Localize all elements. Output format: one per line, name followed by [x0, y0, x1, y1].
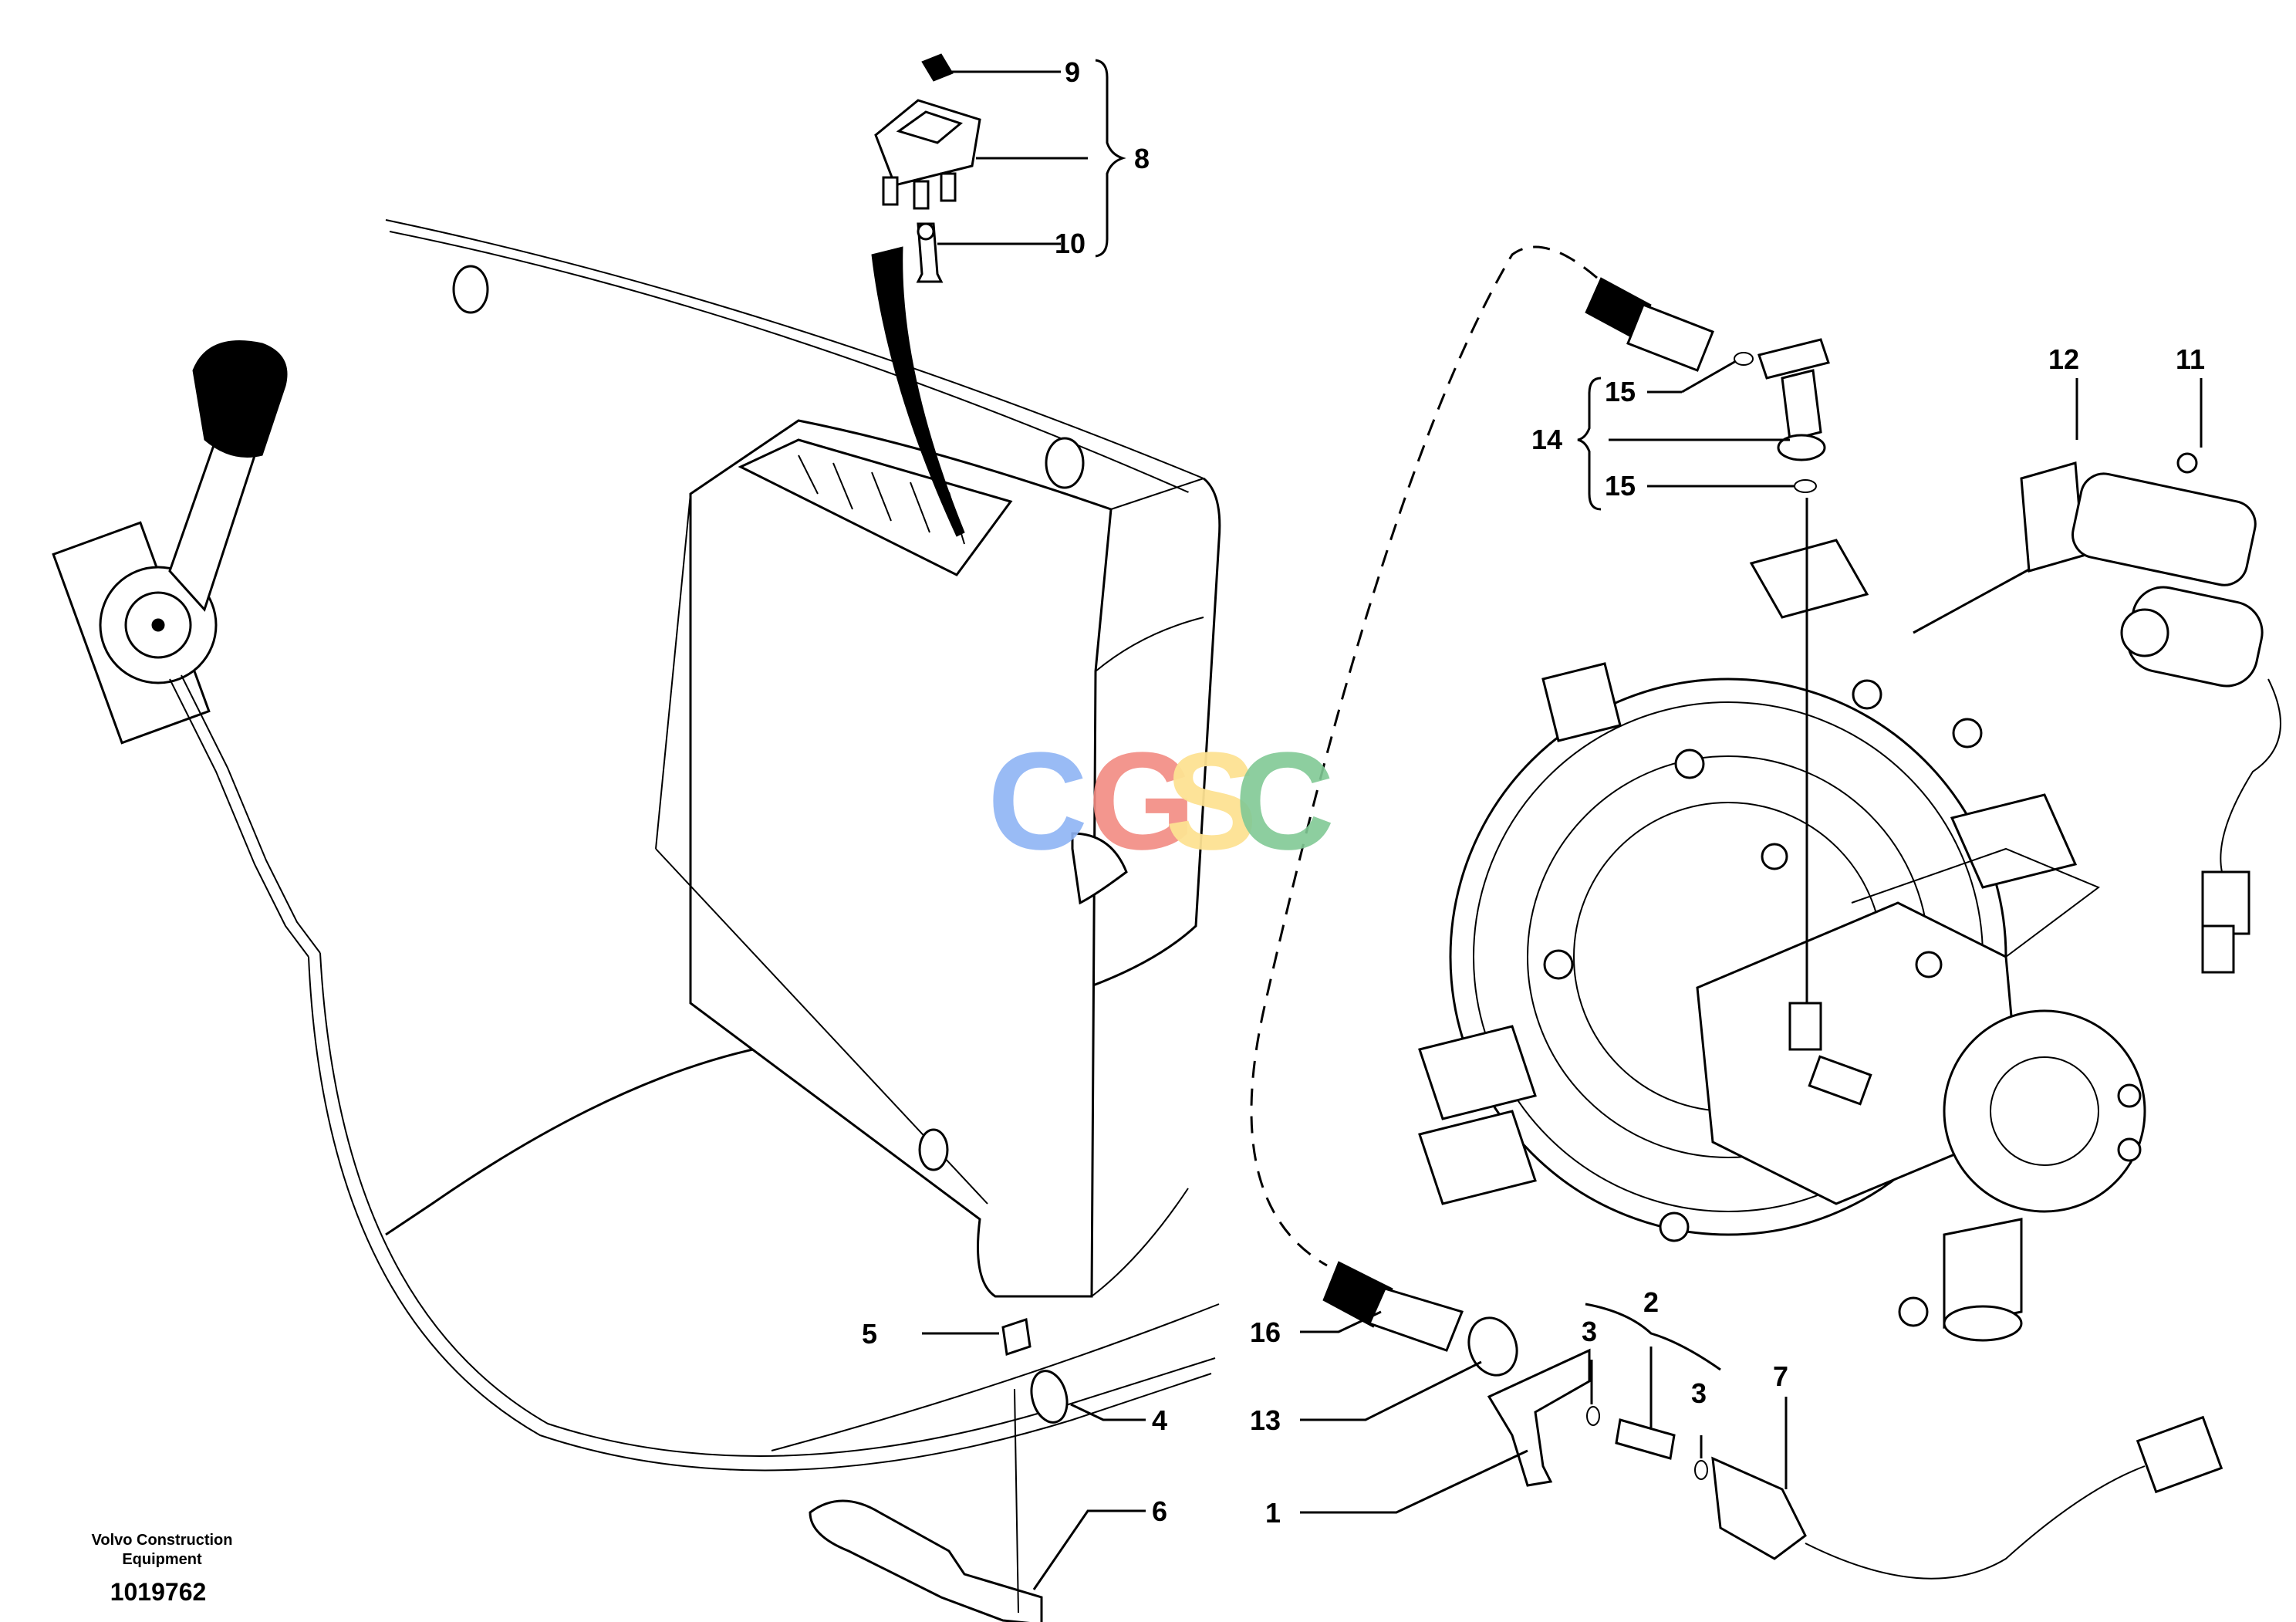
callout-11: 11	[2176, 343, 2205, 375]
callout-5: 5	[862, 1318, 877, 1350]
callout-16: 16	[1250, 1316, 1281, 1348]
callout-13: 13	[1250, 1404, 1281, 1436]
cab-panel	[385, 219, 1221, 1451]
callout-6: 6	[1152, 1495, 1167, 1527]
callout-3-left: 3	[1582, 1316, 1597, 1347]
pump-assembly	[1418, 539, 2146, 1342]
control-lever	[52, 340, 1216, 1472]
brand-line-2: Equipment	[122, 1551, 202, 1568]
callout-7: 7	[1773, 1360, 1788, 1392]
watermark-s: S	[1165, 724, 1258, 879]
sensor-parts	[1322, 277, 2223, 1580]
callout-15-top: 15	[1605, 376, 1636, 407]
watermark: C G S C	[988, 724, 1335, 879]
callout-10: 10	[1055, 228, 1086, 259]
watermark-c2: C	[1234, 724, 1335, 879]
footer-brand: Volvo Construction Equipment 1019762	[92, 1532, 233, 1606]
callout-labels: 9 8 10 15 14 15 12 11 5 4 6 16 13 1 3 2 …	[862, 56, 2205, 1529]
watermark-c1: C	[988, 724, 1088, 879]
callout-4: 4	[1152, 1404, 1167, 1436]
brand-line-1: Volvo Construction	[92, 1532, 233, 1549]
leader-lines	[922, 59, 2203, 1590]
callout-1: 1	[1265, 1497, 1281, 1529]
switch-assembly	[871, 53, 981, 537]
document-number: 1019762	[110, 1578, 207, 1606]
callout-2: 2	[1643, 1286, 1659, 1318]
callout-12: 12	[2048, 343, 2079, 375]
callout-15-bottom: 15	[1605, 470, 1636, 502]
watermark-g: G	[1088, 724, 1196, 879]
clamp-parts	[809, 1318, 1069, 1622]
callout-14: 14	[1531, 424, 1562, 455]
callout-3-right: 3	[1691, 1377, 1707, 1409]
callout-9: 9	[1065, 56, 1080, 88]
callout-8: 8	[1134, 143, 1150, 174]
solenoid-valve	[2020, 452, 2281, 974]
hose-route	[1250, 245, 1598, 1267]
